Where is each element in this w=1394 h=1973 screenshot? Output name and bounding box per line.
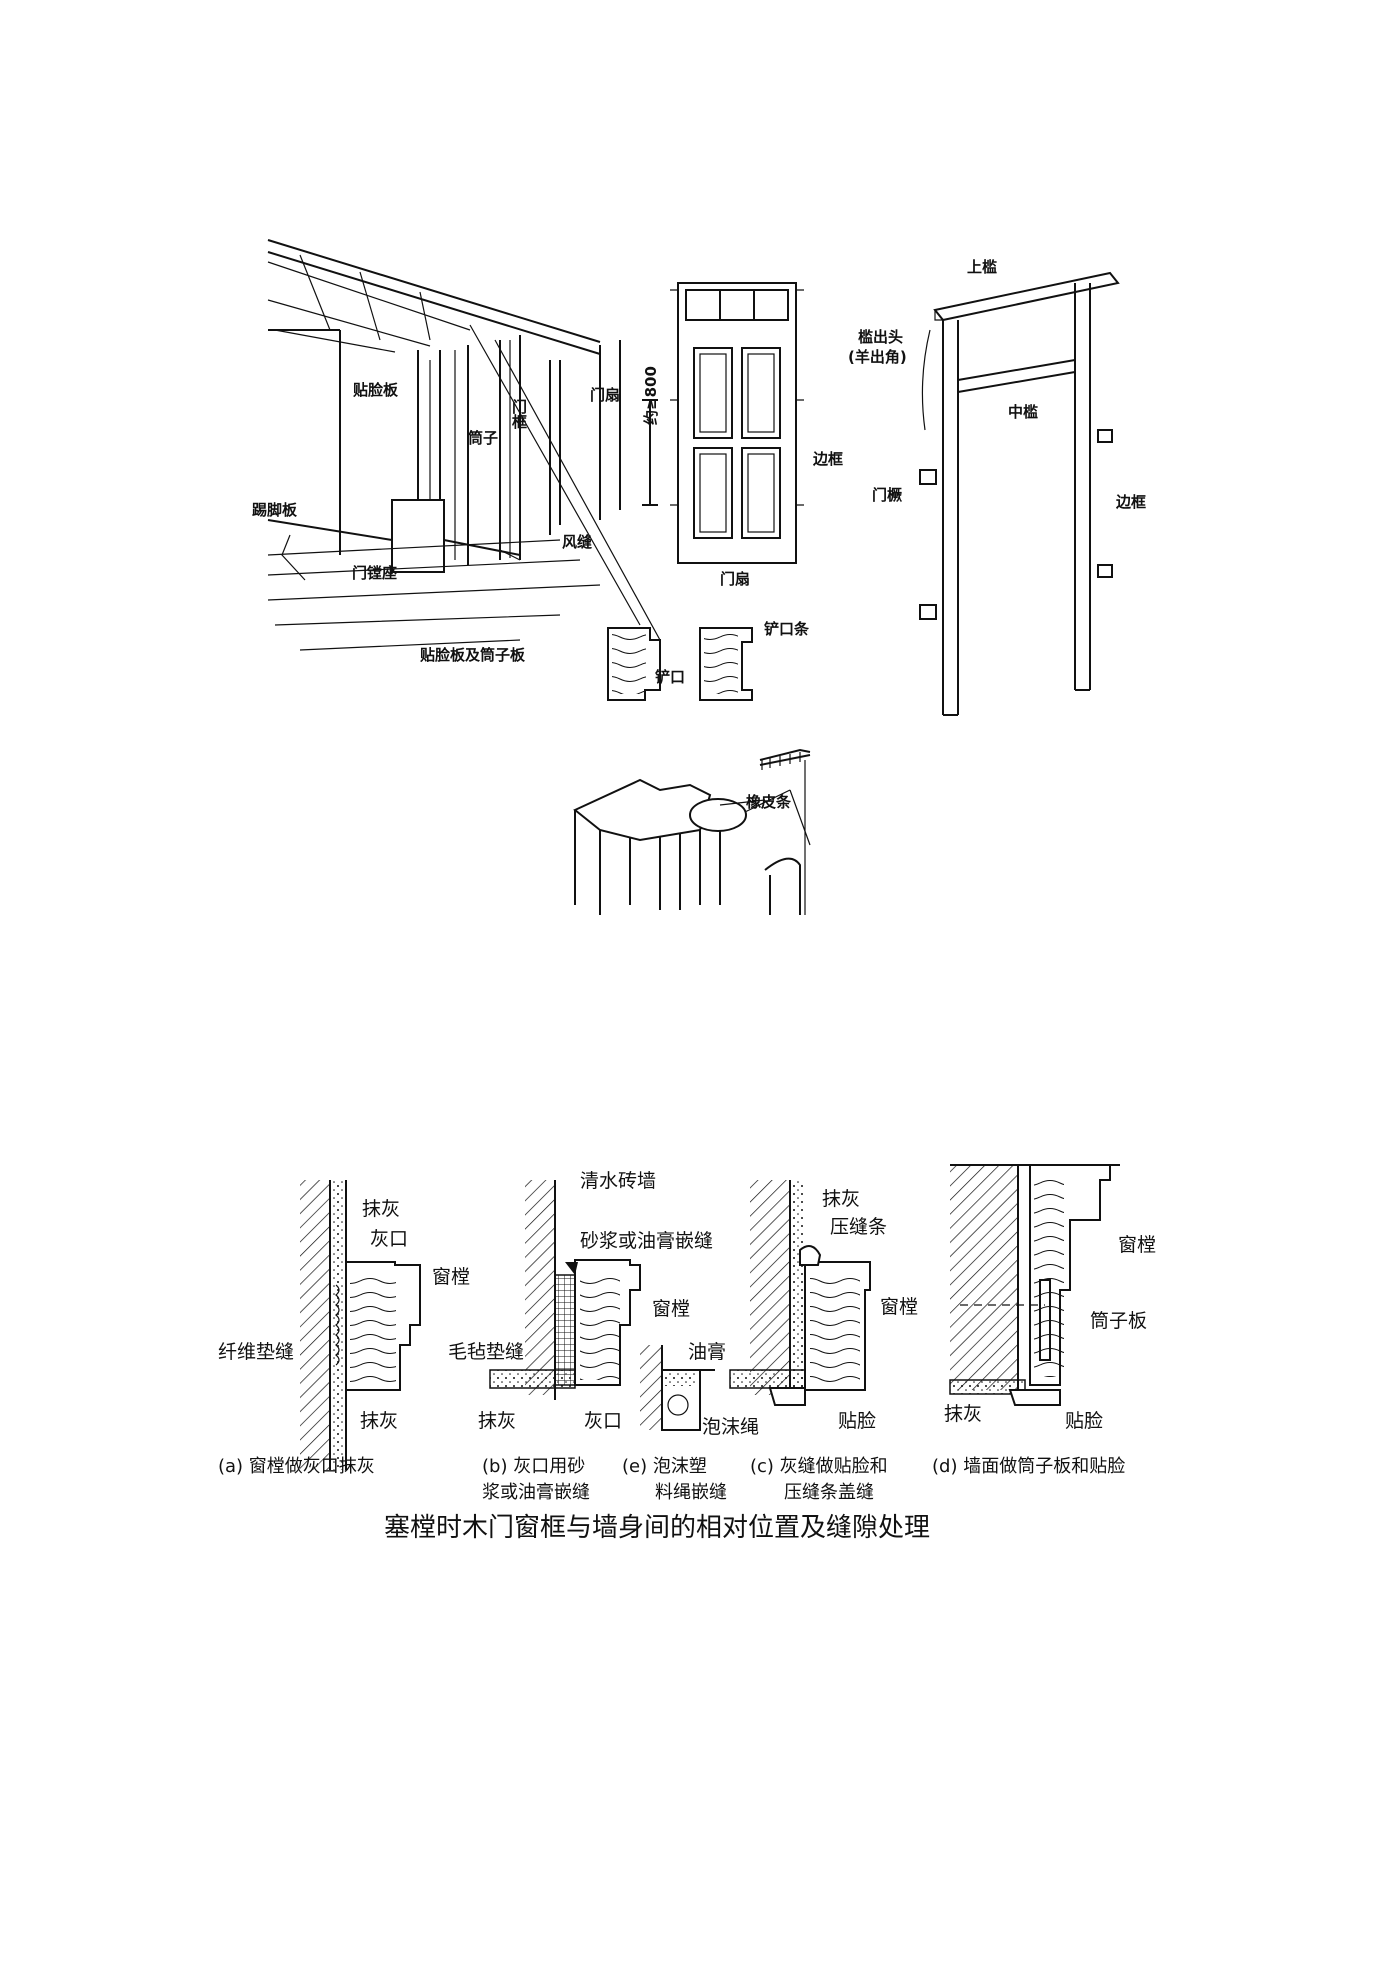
detail-d-drawing [949,1164,1120,1406]
door-leaf-drawing [642,282,804,564]
label-chankoutiao: 铲口条 [764,620,810,638]
caption-b-line1: (b) 灰口用砂 [482,1456,586,1477]
label-a-mohui-top: 抹灰 [362,1198,401,1220]
label-d-chuangtang: 窗樘 [1118,1234,1157,1256]
label-b-huikou: 灰口 [584,1410,623,1432]
caption-e-line1: (e) 泡沫塑 [622,1456,707,1477]
label-yangchujiao: (羊出角) [848,348,907,366]
caption-c-line2: 压缝条盖缝 [784,1482,874,1503]
label-tongzi: 筒子 [468,429,499,447]
label-menjue: 门橛 [872,486,903,504]
caption-e-line2: 料绳嵌缝 [655,1482,727,1503]
label-a-huikou: 灰口 [370,1228,409,1250]
label-b-shajiang: 砂浆或油膏嵌缝 [580,1230,714,1252]
caption-c-line1: (c) 灰缝做贴脸和 [750,1456,888,1477]
label-a-xianweidianfeng: 纤维垫缝 [218,1341,295,1363]
label-menshan-perspective: 门扇 [590,386,621,404]
caption-b-line2: 浆或油膏嵌缝 [482,1482,590,1503]
rebate-sections [607,627,753,701]
caption-a: (a) 窗樘做灰口抹灰 [218,1456,375,1477]
label-door-dimension: 约≥800 [642,366,660,425]
detail-e-drawing [640,1345,715,1431]
label-shangkan: 上槛 [967,258,998,276]
label-e-yougao: 油膏 [688,1341,727,1363]
label-b-chuangtang: 窗樘 [652,1298,691,1320]
detail-a-drawing [300,1180,421,1470]
label-xiangpitiao: 橡皮条 [746,793,792,811]
caption-d: (d) 墙面做筒子板和贴脸 [932,1456,1126,1477]
label-tielianban: 贴脸板 [353,381,399,399]
label-kanchutou: 槛出头 [858,328,904,346]
label-a-chuangtang: 窗樘 [432,1266,471,1288]
detail-c-drawing [729,1180,871,1406]
door-frame-drawing [919,271,1120,716]
label-c-mohui: 抹灰 [822,1188,861,1210]
label-c-chuangtang: 窗樘 [880,1296,919,1318]
detail-b-drawing [489,1180,641,1400]
perspective-room-drawing [267,239,661,651]
label-frame-biankuang: 边框 [1116,493,1147,511]
label-chankou: 铲口 [655,668,686,686]
label-menkuang: 门 框 [512,398,528,431]
label-menzhuozuo: 门镗座 [352,564,398,582]
label-c-tielian: 贴脸 [838,1410,877,1432]
label-d-tielian: 贴脸 [1065,1410,1104,1432]
figure-title: 塞樘时木门窗框与墙身间的相对位置及缝隙处理 [384,1513,931,1543]
label-door-biankuang: 边框 [813,450,844,468]
label-e-paomosheng: 泡沫绳 [702,1416,760,1438]
label-tijiaoban: 踢脚板 [252,501,298,519]
label-d-mohui: 抹灰 [944,1403,983,1425]
label-b-mohui: 抹灰 [478,1410,517,1432]
caption-perspective: 贴脸板及筒子板 [420,646,526,664]
label-c-yafengtiao: 压缝条 [830,1216,888,1238]
label-zhongkan: 中槛 [1008,403,1039,421]
label-fengfeng: 风缝 [562,533,593,551]
label-b-qingshuizhuanqiang: 清水砖墙 [580,1170,657,1192]
label-d-tongziban: 筒子板 [1090,1310,1148,1332]
label-a-mohui-bottom: 抹灰 [360,1410,399,1432]
rubber-strip-drawing [573,748,811,915]
label-b-maozhandianfeng: 毛毡垫缝 [448,1341,525,1363]
caption-door-leaf: 门扇 [720,570,751,588]
